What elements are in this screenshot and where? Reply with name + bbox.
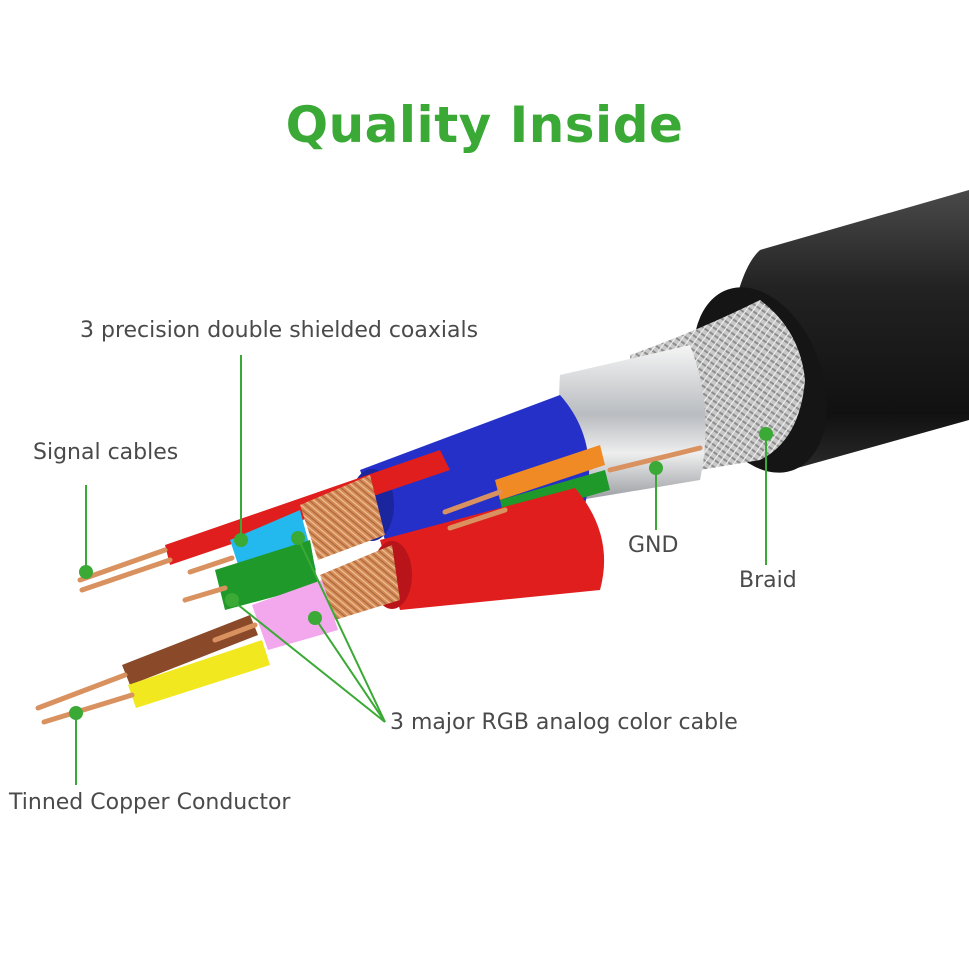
label-braid: Braid xyxy=(739,568,797,593)
label-gnd: GND xyxy=(628,533,679,558)
brown-wire xyxy=(122,615,258,685)
label-tinned-copper: Tinned Copper Conductor xyxy=(9,790,291,815)
copper-braid-1 xyxy=(300,475,385,560)
page-title: Quality Inside xyxy=(285,96,684,154)
green-insulator xyxy=(215,540,318,610)
callout-lines xyxy=(75,355,767,785)
orange-wire xyxy=(495,445,605,500)
copper-conductors xyxy=(35,445,703,725)
label-signal-cables: Signal cables xyxy=(33,440,179,465)
copper-braid-2 xyxy=(320,545,400,620)
label-rgb-cable: 3 major RGB analog color cable xyxy=(390,710,738,735)
label-coaxials: 3 precision double shielded coaxials xyxy=(80,318,479,343)
callout-dots xyxy=(69,427,773,720)
red-coax xyxy=(380,488,605,610)
yellow-wire xyxy=(128,640,270,708)
